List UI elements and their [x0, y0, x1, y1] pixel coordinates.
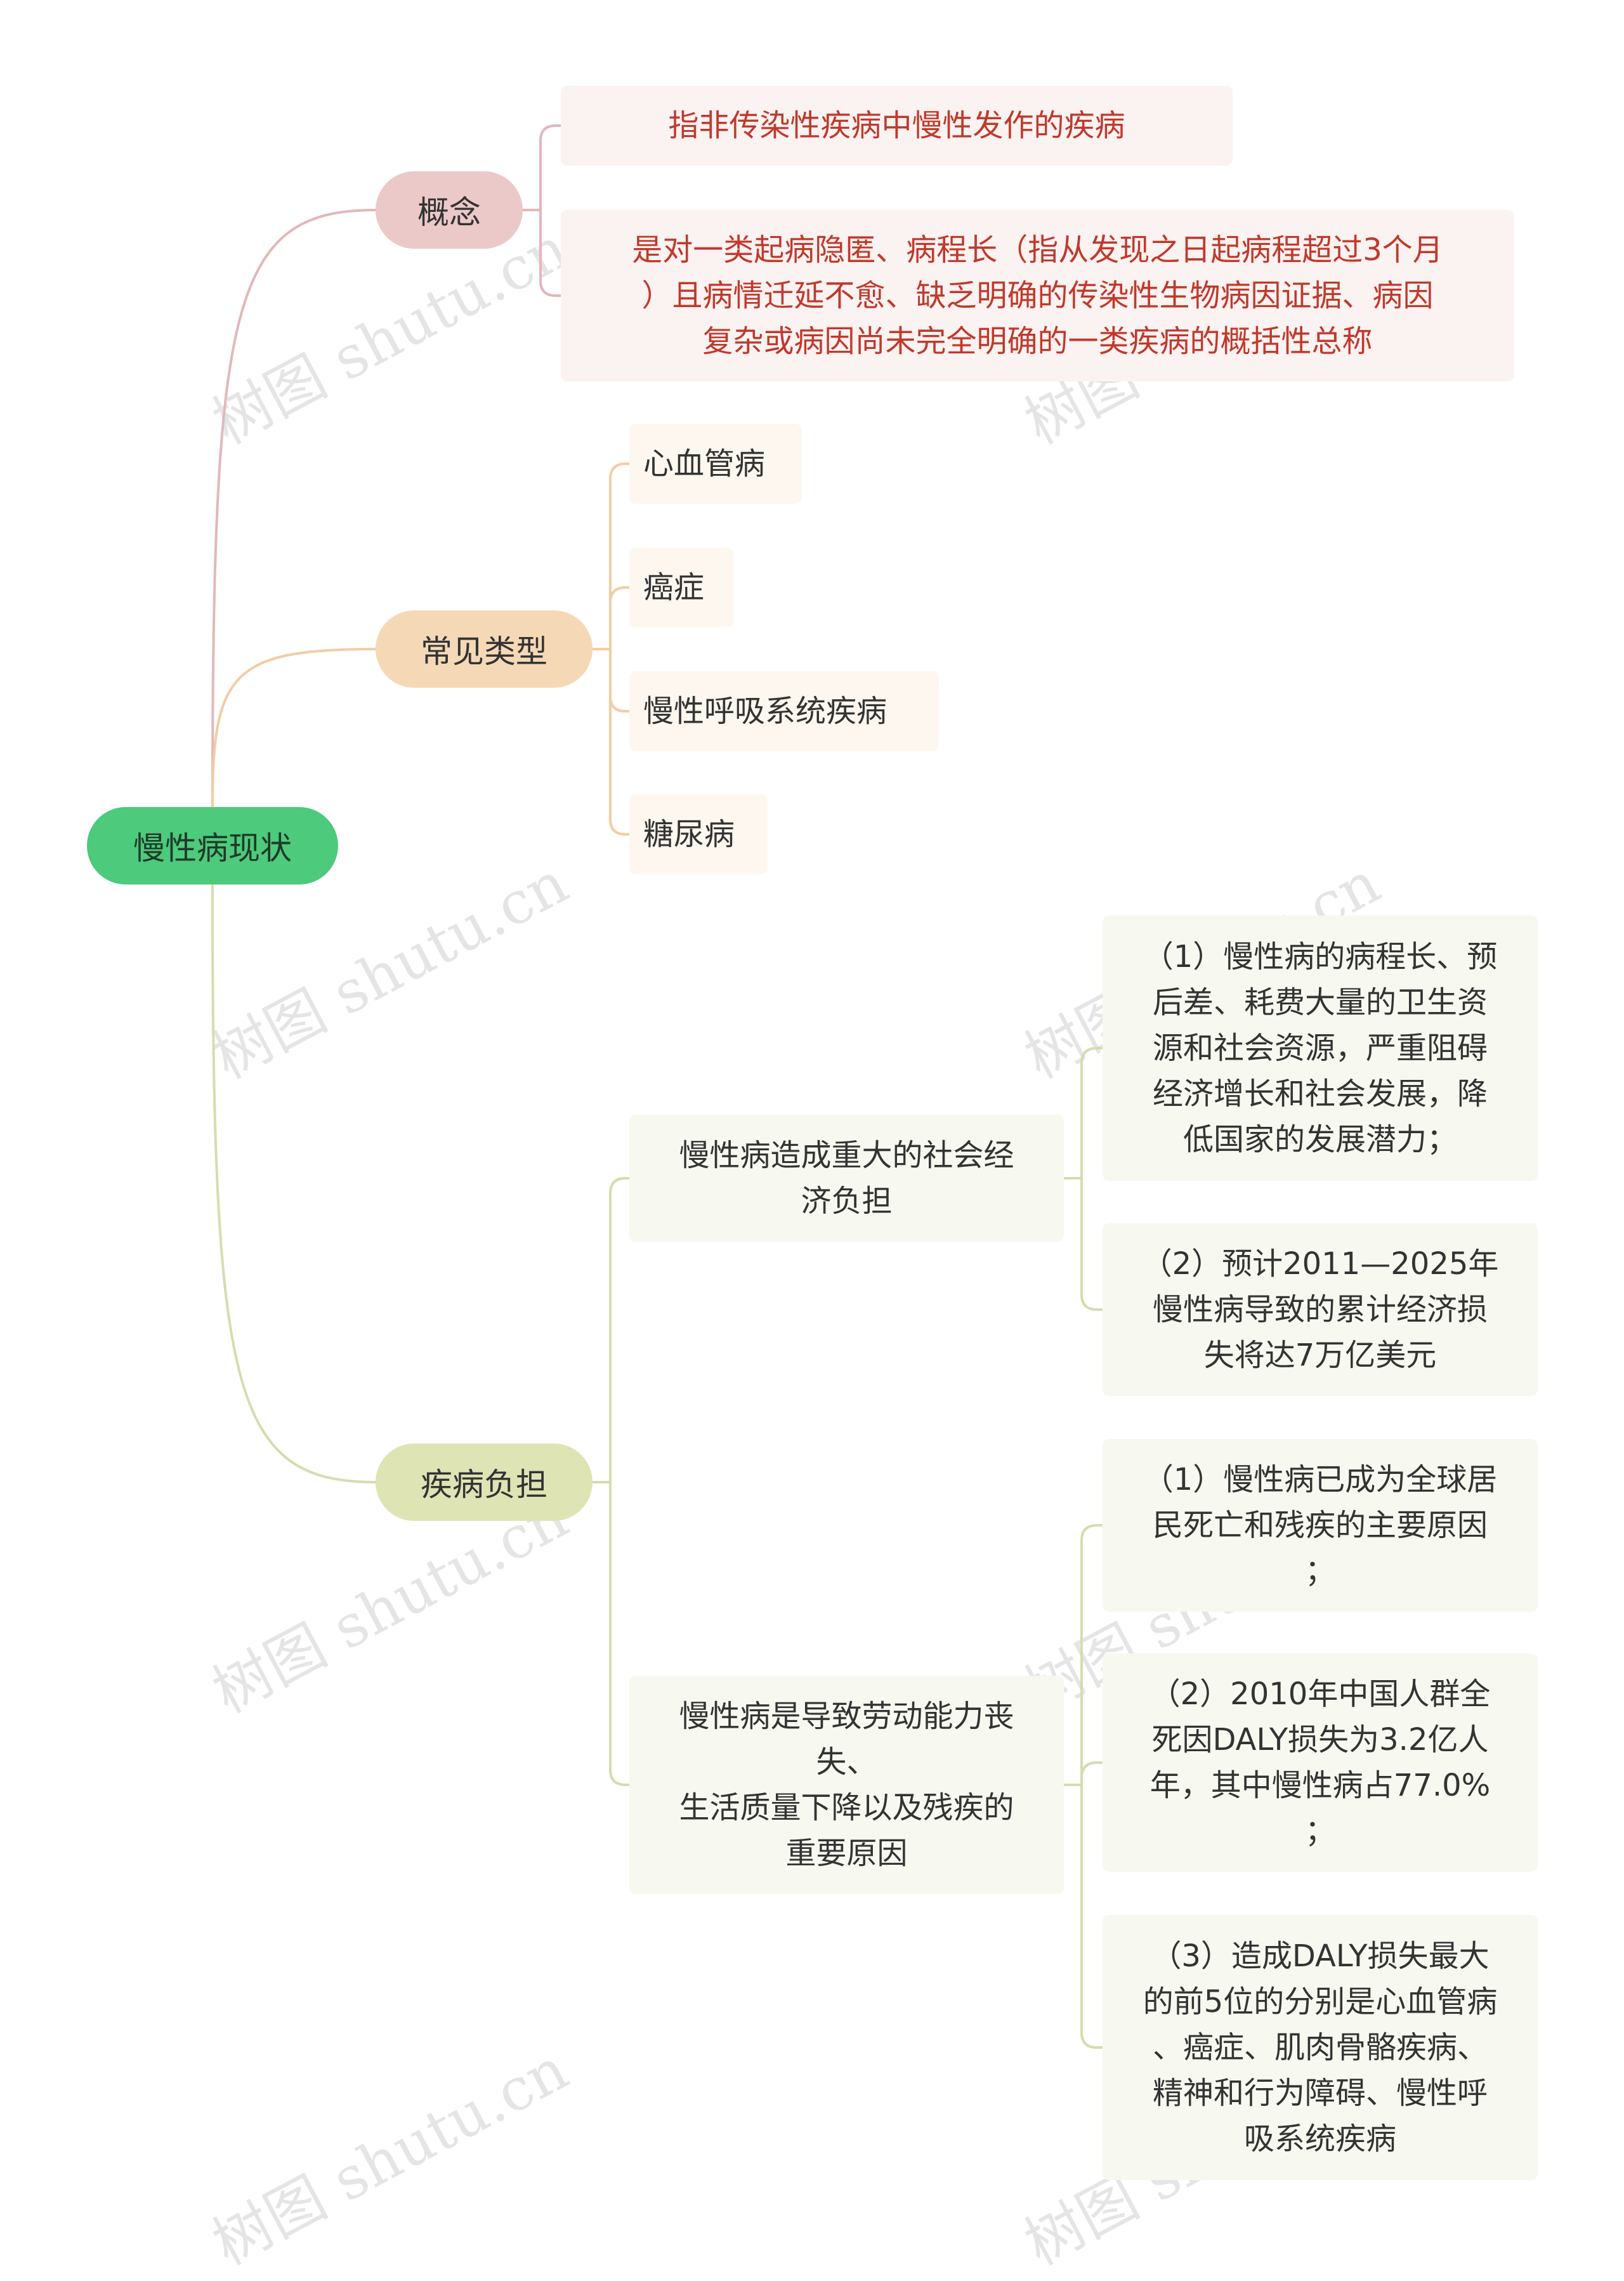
- edge-disability-0: [1080, 1524, 1104, 1786]
- disability-item-1[interactable]: （1）慢性病已成为全球居 民死亡和残疾的主要原因 ；: [1103, 1439, 1538, 1612]
- edge-economic-0: [1080, 1047, 1104, 1180]
- disability-item-3[interactable]: （3）造成DALY损失最大 的前5位的分别是心血管病 、癌症、肌肉骨骼疾病、 精…: [1103, 1915, 1538, 2180]
- economic-item-2[interactable]: （2）预计2011—2025年 慢性病导致的累计经济损 失将达7万亿美元: [1103, 1223, 1538, 1396]
- edge-burden-0: [609, 1177, 631, 1483]
- edge-disability-2: [1080, 1784, 1104, 2049]
- disability-item-2[interactable]: （2）2010年中国人群全 死因DALY损失为3.2亿人 年，其中慢性病占77.…: [1103, 1653, 1538, 1872]
- root-node[interactable]: 慢性病现状: [87, 807, 338, 884]
- type-diabetes[interactable]: 糖尿病: [629, 794, 768, 874]
- edge-burden-1: [609, 1481, 631, 1786]
- edge-economic-1: [1080, 1177, 1104, 1311]
- burden-disability[interactable]: 慢性病是导致劳动能力丧 失、 生活质量下降以及残疾的 重要原因: [629, 1676, 1064, 1894]
- topic-common-types[interactable]: 常见类型: [376, 610, 593, 688]
- edge-concept-1: [539, 209, 562, 297]
- edge-types-3: [609, 648, 631, 836]
- type-chronic-respiratory[interactable]: 慢性呼吸系统疾病: [629, 671, 939, 751]
- concept-definition-long[interactable]: 是对一类起病隐匿、病程长（指从发现之日起病程超过3个月 ）且病情迁延不愈、缺乏明…: [561, 210, 1514, 381]
- burden-economic[interactable]: 慢性病造成重大的社会经 济负担: [629, 1115, 1064, 1242]
- edge-concept-0: [539, 124, 562, 211]
- edge-types-1: [609, 586, 631, 650]
- type-cardiovascular[interactable]: 心血管病: [629, 424, 802, 504]
- edge-root-burden: [211, 883, 377, 1483]
- edge-types-0: [609, 463, 631, 650]
- topic-concept[interactable]: 概念: [376, 171, 523, 249]
- economic-item-1[interactable]: （1）慢性病的病程长、预 后差、耗费大量的卫生资 源和社会资源，严重阻碍 经济增…: [1103, 916, 1538, 1181]
- edge-root-types: [211, 648, 377, 808]
- edge-disability-1: [1080, 1761, 1104, 1786]
- concept-definition-short[interactable]: 指非传染性疾病中慢性发作的疾病: [561, 86, 1233, 166]
- edge-types-2: [609, 648, 631, 713]
- type-cancer[interactable]: 癌症: [629, 548, 733, 628]
- edge-root-concept: [211, 209, 377, 808]
- topic-disease-burden[interactable]: 疾病负担: [376, 1443, 593, 1521]
